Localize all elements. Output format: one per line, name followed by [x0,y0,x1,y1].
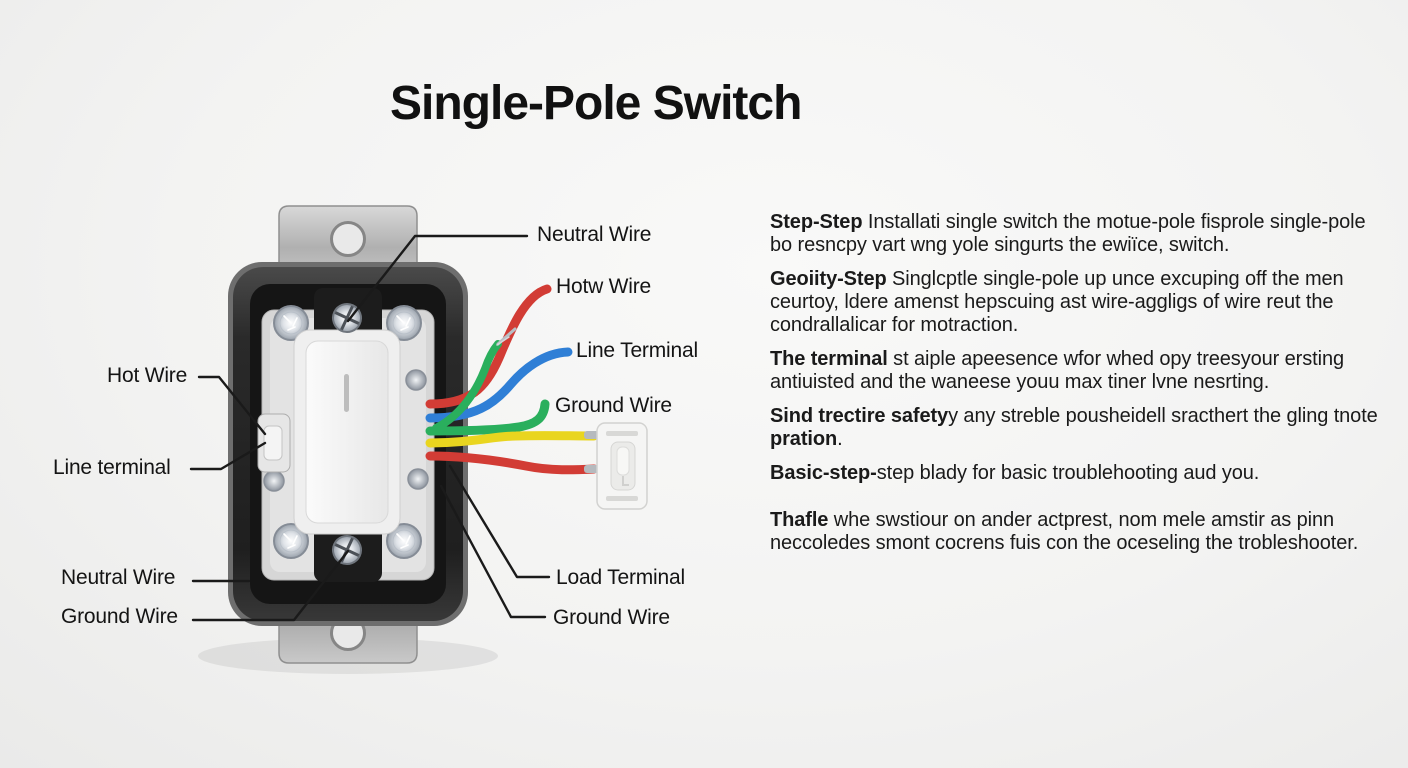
wire-green-stub [432,340,502,432]
line-terminal-clip [257,413,291,473]
rocker-mark [344,374,349,412]
label-load-terminal: Load Terminal [556,566,685,589]
wire-connector [584,422,648,510]
label-neutral-wire-top: Neutral Wire [537,223,652,246]
leader-neutral-top [346,234,529,323]
switch-diagram [189,205,648,674]
instruction-paragraph: Thafle whe swstiour on ander actprest, n… [770,509,1359,554]
wire-red-load [425,451,599,475]
wire-blue-line [425,347,573,423]
rocker-switch [293,329,401,535]
label-ground-wire-right: Ground Wire [555,394,672,417]
corner-screws [273,305,422,559]
wire-green-ground [425,399,550,436]
instruction-paragraph: Geoiity-Step Singlcptle single-pole up u… [770,268,1344,336]
neutral-terminal-screw [332,303,362,333]
instruction-paragraph: Basic-step-step blady for basic troubleh… [770,462,1260,484]
wire-red-hot [425,284,552,409]
page-title: Single-Pole Switch [390,77,802,130]
leader-line-terminal-left [189,441,267,471]
label-ground-wire-bottom-left: Ground Wire [61,605,178,628]
label-hotw-wire: Hotw Wire [556,275,652,298]
leader-load-terminal [448,464,551,579]
label-line-terminal-left: Line terminal [53,456,171,479]
label-hot-wire-left: Hot Wire [107,364,188,387]
wire-yellow-ground [425,431,599,448]
leader-hot-left [197,375,267,436]
bracket-hole-top [330,221,366,257]
stripped-wire-tip [496,327,517,346]
instructions: Step-Step Installati single switch the m… [770,211,1378,566]
instruction-paragraph: The terminal st aiple apeesence wfor whe… [770,348,1344,393]
label-ground-wire-bottom-right: Ground Wire [553,606,670,629]
label-neutral-wire-bottom-left: Neutral Wire [61,566,176,589]
instruction-paragraph: Sind trectire safetyy any streble poushe… [770,405,1378,450]
label-line-terminal-right: Line Terminal [576,339,698,362]
side-screws [263,369,429,492]
ground-terminal-screw [332,535,362,565]
leader-ground-bottom-right [439,484,547,619]
instruction-paragraph: Step-Step Installati single switch the m… [770,211,1366,256]
leader-ground-bottom-left [191,549,350,622]
